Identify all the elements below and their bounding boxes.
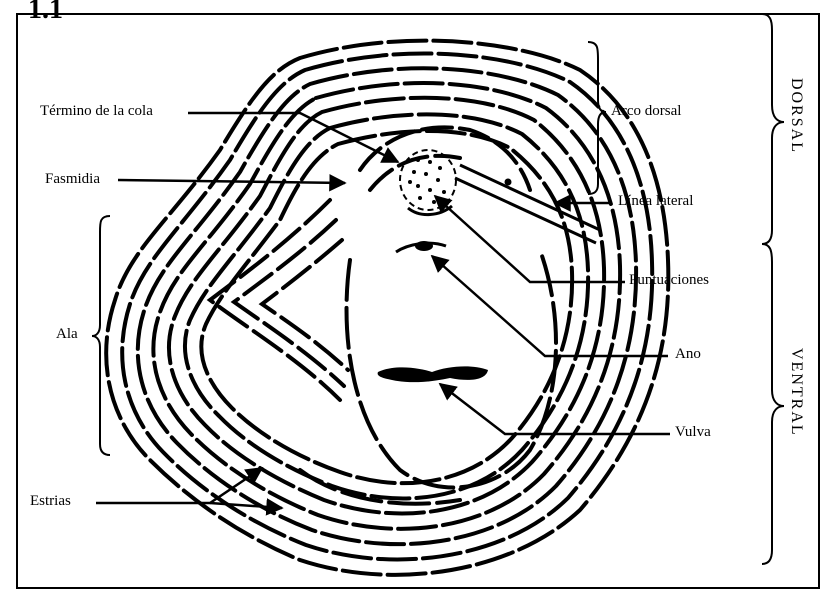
punctation-area: [400, 150, 456, 210]
figure-number: 1.1: [28, 0, 63, 26]
leader-estrias-2: [210, 503, 282, 508]
leader-ano: [432, 256, 668, 356]
label-linea-lateral: Línea lateral: [618, 193, 693, 210]
striae-group: [106, 41, 668, 575]
label-termino-de-la-cola: Término de la cola: [40, 103, 153, 120]
vulva: [378, 366, 488, 382]
region-dorsal: DORSAL: [787, 78, 805, 154]
label-ala: Ala: [56, 326, 78, 343]
punctations: [408, 158, 446, 204]
label-arco-dorsal: Arco dorsal: [611, 103, 681, 120]
label-ano: Ano: [675, 346, 701, 363]
wing-striae: [210, 200, 348, 400]
label-puntuaciones: Puntuaciones: [629, 272, 709, 289]
brace-dorsal: [762, 14, 784, 244]
lateral-dot: [505, 179, 512, 186]
dorsal-striae: [360, 127, 530, 190]
label-vulva: Vulva: [675, 424, 711, 441]
anus-spot: [415, 241, 433, 251]
brace-ventral: [762, 244, 784, 564]
leader-fasmidia: [118, 180, 345, 183]
label-estrias: Estrias: [30, 493, 71, 510]
region-ventral: VENTRAL: [787, 348, 805, 437]
label-fasmidia: Fasmidia: [45, 171, 100, 188]
brace-arco: [588, 42, 606, 194]
